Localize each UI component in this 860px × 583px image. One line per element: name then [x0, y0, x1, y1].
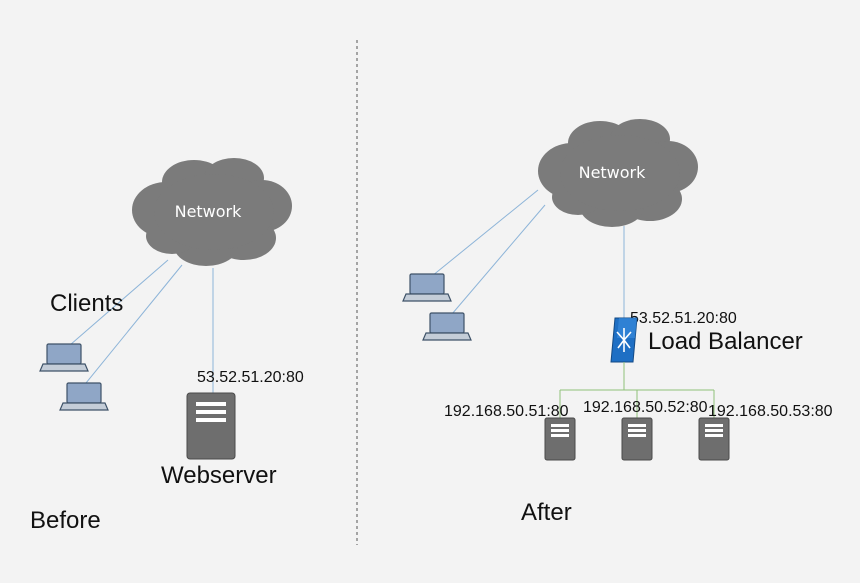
backend-address-1: 192.168.50.51:80: [444, 403, 569, 420]
balancer-label: Load Balancer: [648, 328, 803, 355]
backend-server-2: [621, 417, 653, 461]
backend-server-3: [698, 417, 730, 461]
webserver-label: Webserver: [161, 462, 277, 489]
after-section: Network 53.52.51.20:80 Load Balanc: [402, 119, 833, 526]
before-laptop-2: [59, 382, 109, 411]
clients-label: Clients: [50, 290, 123, 317]
server-icon: [698, 417, 730, 461]
load-balancer-icon: [610, 317, 638, 363]
after-section-label: After: [521, 499, 572, 526]
after-link-client-2: [451, 204, 546, 315]
before-link-client-1: [69, 259, 169, 346]
laptop-icon: [402, 273, 452, 302]
cloud-icon: [132, 158, 292, 266]
server-icon: [621, 417, 653, 461]
before-section-label: Before: [30, 507, 101, 534]
after-laptop-2: [422, 312, 472, 341]
before-laptop-1: [39, 343, 89, 372]
after-cloud-label: Network: [579, 163, 647, 182]
server-icon: [544, 417, 576, 461]
backend-server-1: [544, 417, 576, 461]
before-section: Network Clients 53.52.51.20:80: [30, 158, 304, 534]
after-network-cloud: Network: [538, 119, 698, 227]
before-server-address: 53.52.51.20:80: [197, 369, 304, 386]
before-network-cloud: Network: [132, 158, 292, 266]
laptop-icon: [422, 312, 472, 341]
server-icon: [186, 392, 236, 460]
balancer-address: 53.52.51.20:80: [630, 310, 737, 327]
after-link-client-1: [431, 189, 539, 277]
before-link-client-2: [85, 264, 183, 384]
webserver: [186, 392, 236, 460]
backend-address-3: 192.168.50.53:80: [708, 403, 833, 420]
cloud-icon: [538, 119, 698, 227]
load-balancer: [610, 317, 638, 363]
laptop-icon: [39, 343, 89, 372]
backend-links: [559, 362, 715, 418]
after-laptop-1: [402, 273, 452, 302]
laptop-icon: [59, 382, 109, 411]
before-cloud-label: Network: [175, 202, 243, 221]
backend-address-2: 192.168.50.52:80: [583, 399, 708, 416]
